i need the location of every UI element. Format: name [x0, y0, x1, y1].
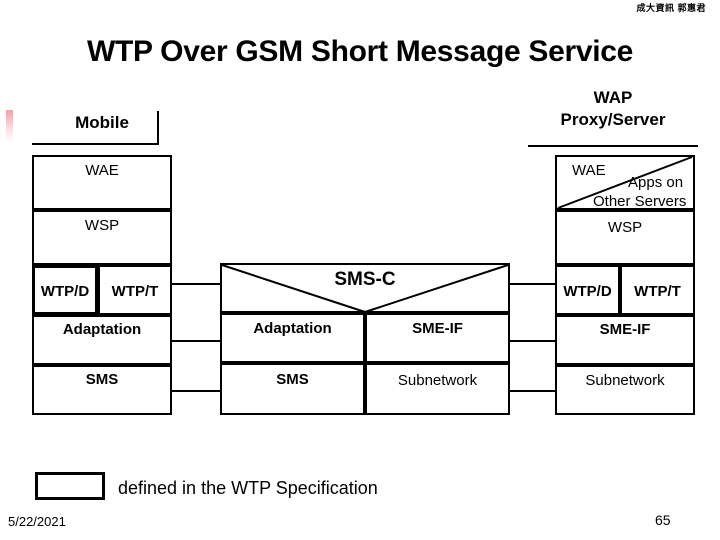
- wap-caption-underline: [528, 145, 698, 147]
- mobile-layer-wsp: [32, 210, 172, 265]
- mobile-layer-wsp-label: WSP: [84, 217, 120, 234]
- wap-layer-wtpd-label: WTP/D: [563, 283, 612, 300]
- wap-layer-wtpt: [620, 265, 695, 315]
- connector-subnetwork-right: [510, 390, 555, 392]
- mobile-layer-wtpd-label: WTP/D: [40, 283, 90, 300]
- mobile-layer-sms: [32, 365, 172, 415]
- wap-layer-wsp: [555, 210, 695, 265]
- mobile-layer-wtpt-label: WTP/T: [111, 283, 159, 300]
- smsc-layer-smeif: [365, 313, 510, 363]
- page-title: WTP Over GSM Short Message Service: [86, 35, 634, 68]
- mobile-layer-wtpt: [98, 265, 172, 315]
- wap-layer-wae-label: WAE: [572, 162, 606, 179]
- wap-layer-subnetwork: [555, 365, 695, 415]
- accent-bar: [6, 110, 13, 142]
- connector-wtp-left: [172, 283, 220, 285]
- wap-apps-on-label: Apps on: [628, 174, 684, 191]
- smsc-layer-smeif-label: SME-IF: [412, 320, 463, 337]
- mobile-layer-wae-label: WAE: [85, 162, 119, 179]
- wap-layer-wsp-label: WSP: [607, 219, 643, 236]
- connector-smeif-right: [510, 340, 555, 342]
- mobile-caption-tick: [157, 111, 159, 145]
- wap-layer-smeif: [555, 315, 695, 365]
- mobile-caption: Mobile: [75, 113, 129, 132]
- smsc-layer-subnetwork-label: Subnetwork: [397, 372, 478, 389]
- smsc-layer-subnetwork: [365, 363, 510, 415]
- mobile-layer-adaptation: [32, 315, 172, 365]
- mobile-layer-wae: [32, 155, 172, 210]
- wap-caption-line2: Proxy/Server: [560, 110, 666, 129]
- slide-page-number: 65: [655, 512, 671, 528]
- mobile-layer-wtpd: [32, 265, 98, 315]
- legend-box: [35, 472, 105, 500]
- smsc-layer-adaptation-label: Adaptation: [253, 320, 332, 337]
- mobile-layer-adaptation-label: Adaptation: [62, 321, 142, 338]
- author-mark: 成大資訊 郭惠君: [636, 3, 706, 13]
- connector-adaptation-left: [172, 340, 220, 342]
- smsc-layer-adaptation: [220, 313, 365, 363]
- smsc-layer-sms: [220, 363, 365, 415]
- wap-layer-smeif-label: SME-IF: [599, 321, 651, 338]
- mobile-caption-underline: [32, 143, 158, 145]
- smsc-layer-sms-label: SMS: [276, 371, 309, 388]
- wap-layer-wtpt-label: WTP/T: [634, 283, 681, 300]
- legend-label: defined in the WTP Specification: [118, 478, 378, 498]
- connector-sms-left: [172, 390, 220, 392]
- slide-date: 5/22/2021: [8, 514, 66, 529]
- mobile-layer-sms-label: SMS: [85, 371, 119, 388]
- smsc-caption: SMS-C: [334, 269, 396, 290]
- wap-layer-wtpd: [555, 265, 620, 315]
- connector-wtp-right: [510, 283, 555, 285]
- wap-other-servers-label: Other Servers: [593, 193, 687, 210]
- wap-layer-subnetwork-label: Subnetwork: [585, 372, 665, 389]
- wap-caption-line1: WAP: [593, 88, 633, 107]
